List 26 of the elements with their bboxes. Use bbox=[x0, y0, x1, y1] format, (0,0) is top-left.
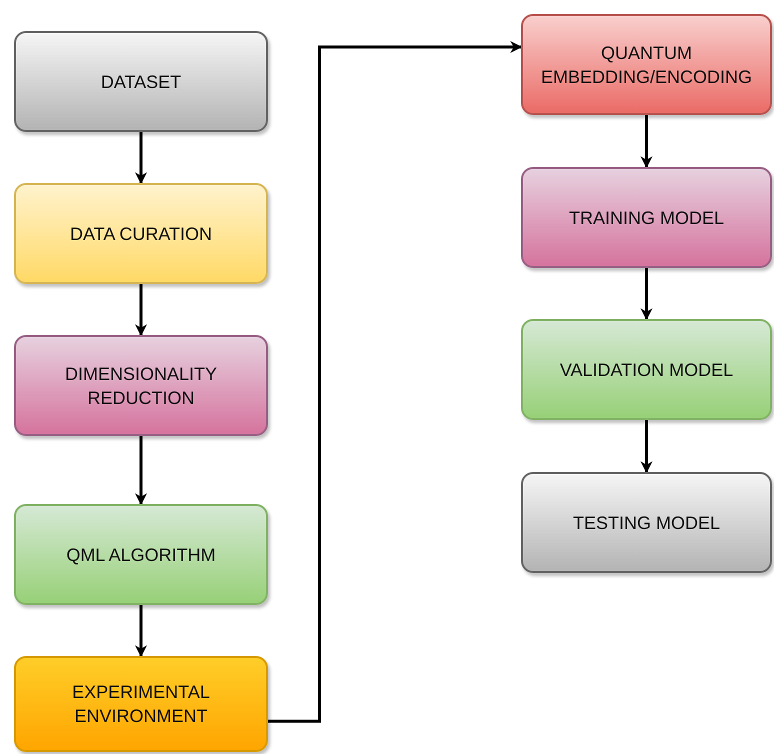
box-label: VALIDATION MODEL bbox=[560, 358, 734, 382]
arrow bbox=[640, 268, 652, 320]
process-box bbox=[521, 319, 772, 420]
process-box bbox=[14, 31, 268, 132]
arrow bbox=[640, 420, 652, 474]
process-box bbox=[14, 504, 268, 605]
process-box bbox=[14, 335, 268, 436]
arrow bbox=[135, 284, 147, 336]
process-box bbox=[521, 472, 772, 573]
arrow bbox=[268, 41, 522, 723]
process-box bbox=[14, 183, 268, 284]
box-label: TESTING MODEL bbox=[572, 512, 720, 534]
process-box bbox=[14, 656, 268, 752]
box-label: DATA CURATION bbox=[70, 222, 212, 246]
arrow bbox=[135, 436, 147, 506]
box-label: QUANTUM EMBEDDING/ENCODING bbox=[540, 42, 754, 88]
box-label: DATASET bbox=[100, 70, 182, 94]
arrow bbox=[640, 115, 652, 168]
box-label: QML ALGORITHM bbox=[66, 544, 216, 566]
box-label: TRAINING MODEL bbox=[568, 206, 724, 230]
process-box bbox=[521, 14, 772, 115]
box-label: EXPERIMENTAL ENVIRONMENT bbox=[71, 681, 211, 728]
process-box bbox=[521, 167, 772, 268]
arrow bbox=[135, 605, 147, 658]
box-label: DIMENSIONALITY REDUCTION bbox=[64, 362, 218, 410]
arrow bbox=[135, 132, 147, 184]
